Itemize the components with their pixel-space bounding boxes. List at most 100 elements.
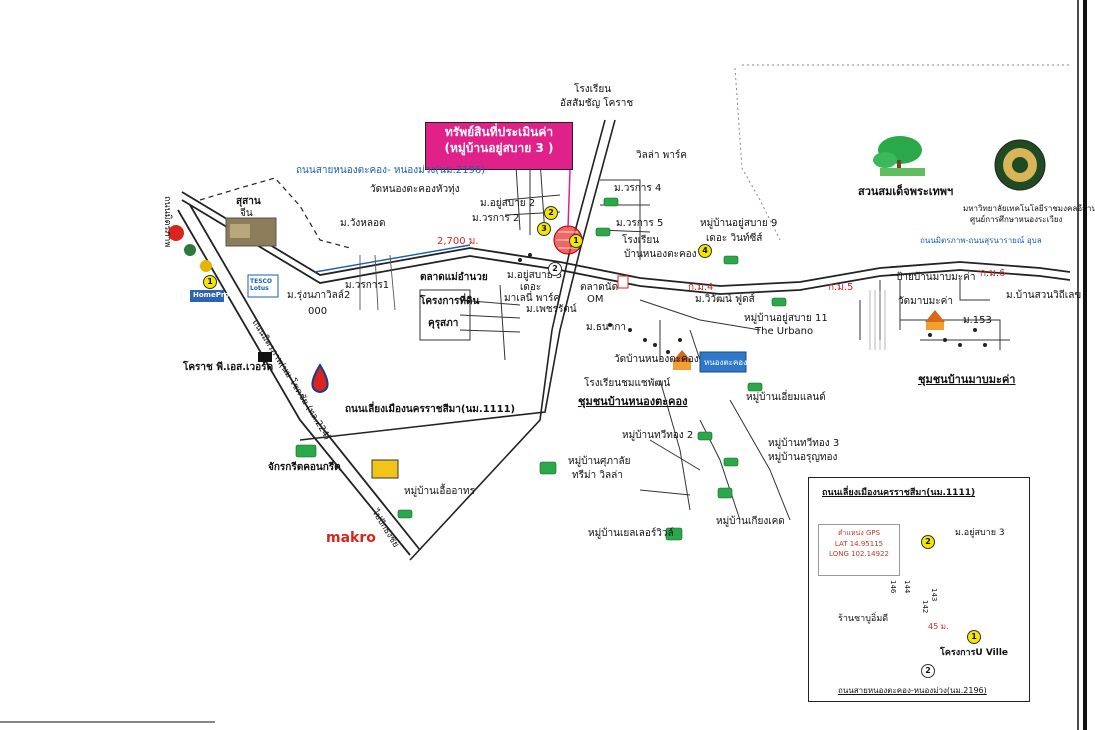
- inset-lot4: 142: [921, 600, 929, 614]
- m-eua-label: หมู่บ้านเอื้ออาทร: [404, 486, 475, 497]
- road-right-top-label: ถนนมิตรภาพ-ถนนสุรนารายณ์ อุบล: [920, 236, 1042, 245]
- wat-mabmakha-label: วัดมาบมะค่า: [898, 296, 953, 307]
- makro-logo-label: makro: [326, 530, 376, 546]
- subject-title-box: ทรัพย์สินที่ประเมินค่า (หมู่บ้านอยู่สบาย…: [425, 122, 573, 170]
- house-icon: [717, 487, 733, 499]
- wat-nongtakong-label: วัดบ้านหนองตะคอง: [614, 354, 699, 365]
- cemetery-label2: จีน: [240, 208, 253, 219]
- homepro-logo: [190, 290, 224, 302]
- pump-icon: [311, 363, 329, 394]
- the-malee-label: เดอะ: [520, 282, 542, 293]
- m-twee3-label: หมู่บ้านทวีทอง 3: [768, 438, 840, 449]
- inset-distance-label: 45 ม.: [928, 622, 949, 631]
- marker-1-left: 1: [203, 275, 217, 289]
- homepro-label: HomePro: [193, 291, 230, 299]
- m-suksai-label: หมู่บ้านศุภาลัย: [568, 456, 631, 467]
- title-line1: ทรัพย์สินที่ประเมินค่า: [444, 125, 554, 139]
- m-wiwat-label: ม.วิวัฒน์ ฟูดส์: [695, 294, 755, 305]
- jakr-concrete-label: จักรกรีตคอนกรีต: [268, 462, 341, 473]
- house-icon: [723, 255, 739, 265]
- house-icon: [539, 461, 557, 475]
- inset-map: [808, 477, 1030, 702]
- inset-road-2196-label: ถนนสายหนองตะคอง-หนองม่วง(นม.2196): [838, 686, 987, 695]
- road-2196: [181, 191, 1071, 287]
- m-rungrot-label: ม.รุ่งนภาวิลล์2: [287, 290, 351, 301]
- inset-marker-2-bottom: 2: [921, 664, 935, 678]
- tesco-logo: [247, 274, 279, 298]
- pai-ban-label: ป้ายบ้านมาบมะค่า: [896, 272, 976, 283]
- inset-lot2: 144: [903, 580, 911, 594]
- community-nong-label: ชุมชนบ้านหนองตะคอง: [578, 395, 688, 408]
- house-icon: [603, 197, 619, 207]
- m-thana-label: ม.ธนากา: [586, 322, 626, 333]
- m153-label: ม.153: [963, 315, 992, 326]
- logo-ddd: [371, 459, 399, 479]
- school-top-label2: อัสสัมชัญ โคราช: [560, 98, 634, 109]
- m-yusabai5-label: ม.อยู่สบาย 5: [507, 270, 563, 281]
- house-icon: [747, 382, 763, 392]
- house-icon: [665, 527, 683, 541]
- m-twee2-label: หมู่บ้านทวีทอง 2: [622, 430, 694, 441]
- distance-label: 2,700 ม.: [437, 236, 479, 247]
- m-kiang-label: หมู่บ้านเกียงเคด: [716, 516, 785, 527]
- marker-4: 4: [698, 244, 712, 258]
- km5-label: ก.ม.5: [828, 282, 854, 293]
- road-224: [177, 209, 411, 556]
- inset-road-1111-label: ถนนเลี่ยงเมืองนครราชสีมา(นม.1111): [822, 488, 976, 498]
- gps-box: ตำแหน่ง GPS LAT 14.95115 LONG 102.14922: [818, 524, 900, 576]
- talad-om-label2: OM: [587, 294, 604, 305]
- m-worakan4-label: ม.วรการ 4: [614, 183, 662, 194]
- uni-label2: ศูนย์การศึกษาหนองระเวียง: [970, 215, 1063, 224]
- road-left-vertical-label: ถนนมิตรภาพ: [162, 196, 172, 248]
- nong-takong-lake: [699, 351, 747, 373]
- community-mab-label: ชุมชนบ้านมาบมะค่า: [918, 373, 1016, 386]
- the-urbano-label: The Urbano: [755, 326, 814, 337]
- m-yusabai2-label: ม.อยู่สบาย 2: [480, 198, 536, 209]
- m-arun-label: หมู่บ้านอรุญทอง: [768, 452, 838, 463]
- thewin-label: เดอะ วินท์ซีส์: [706, 233, 763, 244]
- road-1111: [299, 119, 616, 441]
- ooo-label: 000: [308, 306, 328, 317]
- gps-title: ตำแหน่ง GPS: [837, 529, 881, 537]
- inset-green-label: สวนหย่อม: [949, 560, 957, 591]
- shell-logo: [168, 225, 184, 241]
- m-worakan1-label: ม.วรการ1: [345, 280, 390, 291]
- m-suan-label: ม.บ้านสวนวิถีเลข: [1006, 290, 1082, 301]
- wat-nong-label: วัดหนองตะคองหัวทุ่ง: [370, 184, 460, 195]
- road-2196-label: ถนนสายหนองตะคอง- หนองม่วง(นม.2196): [296, 165, 486, 176]
- m-worakan5-label: ม.วรการ 5: [616, 218, 664, 229]
- talad-maenoi-label: ตลาดแม่อำนวย: [420, 272, 488, 283]
- house-icon: [723, 457, 739, 467]
- school-right-label: โรงเรียน: [622, 235, 660, 246]
- kusala-label: คุรุสภา: [428, 318, 459, 329]
- house-icon: [697, 431, 713, 441]
- inset-m-yusabai3-label: ม.อยู่สบาย 3: [955, 528, 1005, 538]
- m-wanglor-label: ม.วังหลอด: [340, 218, 386, 229]
- house-icon: [295, 444, 317, 458]
- m-yusabai9-label: หมู่บ้านอยู่สบาย 9: [700, 218, 778, 229]
- inset-marker-2-top: 2: [921, 535, 935, 549]
- korat-ps-label: โคราช พี.เอส.เวอร์ค: [183, 362, 274, 373]
- m-phetcharat-label: ม.เพชรรัตน์: [526, 304, 577, 315]
- temple-icon: [925, 310, 945, 330]
- park-name-label: สวนสมเด็จพระเทพฯ: [858, 185, 954, 198]
- tesco-label: TESCO Lotus: [250, 278, 273, 292]
- school-right-label2: บ้านหนองตะคอง: [624, 249, 697, 260]
- m-suksai-label2: ทรีม่า วิลล่า: [572, 470, 623, 481]
- inset-shop-label: ร้านชาบูอิ่มดี: [838, 614, 889, 624]
- house-icon: [771, 297, 787, 307]
- uni-label: มหาวิทยาลัยเทคโนโลยีราชมงคลอีสาน: [963, 204, 1095, 213]
- seven-eleven-icon: [617, 275, 629, 289]
- talad-om-label: ตลาดนัด: [580, 282, 619, 293]
- school-nong-label: โรงเรียนชมแชพัฒน์: [584, 378, 671, 389]
- inset-lot3: 143: [930, 588, 938, 602]
- inset-lot1: 146: [889, 580, 897, 594]
- marker-2-road: 2: [548, 262, 562, 276]
- m-worakan2-label: ม.วรการ 2: [472, 213, 520, 224]
- house-icon: [397, 509, 413, 519]
- gps-lat: LAT 14.95115: [834, 539, 884, 548]
- road-1111-label: ถนนเลี่ยงเมืองนครราชสีมา(นม.1111): [345, 404, 516, 415]
- marker-1: 1: [569, 234, 583, 248]
- lake-label: หนองตะคอง: [704, 358, 748, 367]
- gps-long: LONG 102.14922: [829, 550, 889, 558]
